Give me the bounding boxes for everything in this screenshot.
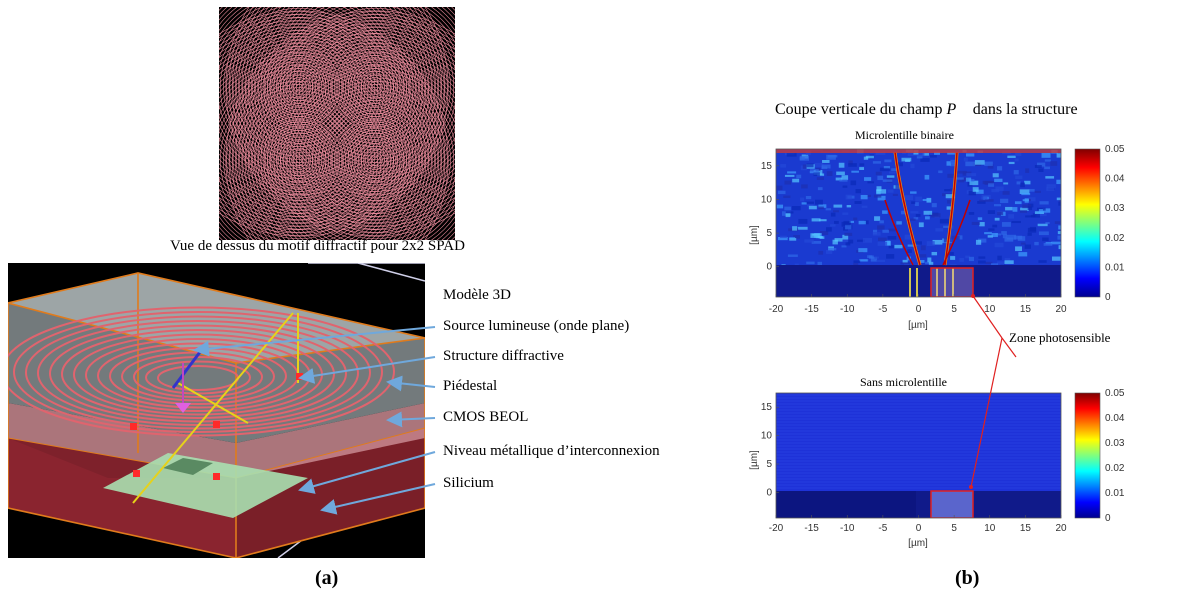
model-3d-title: Modèle 3D (443, 287, 511, 303)
p1-colorbar-tick: 0.01 (1105, 262, 1125, 273)
caption-a: (a) (315, 567, 339, 589)
p2-colorbar-tick: 0.04 (1105, 413, 1125, 424)
callout-silicon: Silicium (443, 475, 494, 491)
p1-xtick: -5 (878, 304, 887, 315)
p2-xtick: -15 (804, 523, 819, 534)
callout-diffractive-structure: Structure diffractive (443, 348, 564, 364)
p2-xtick: 20 (1055, 523, 1067, 534)
p2-xtick: -20 (769, 523, 784, 534)
p2-xtick: 10 (984, 523, 996, 534)
p1-ytick: 15 (761, 161, 773, 172)
plot1-photosensitive-zone (930, 267, 974, 297)
p1-colorbar-tick: 0.04 (1105, 174, 1125, 185)
p1-xtick: -10 (840, 304, 855, 315)
p1-xtick: 10 (984, 304, 996, 315)
plot2-title: Sans microlentille (860, 375, 947, 389)
p2-xtick: -5 (878, 523, 887, 534)
callout-cmos-beol: CMOS BEOL (443, 409, 529, 425)
callout-metal-level: Niveau métallique d’interconnexion (443, 443, 660, 459)
p1-colorbar-tick: 0 (1105, 292, 1111, 303)
plot2-xlabel: [µm] (908, 538, 928, 549)
p2-colorbar-tick: 0.02 (1105, 463, 1125, 474)
p1-ytick: 5 (766, 228, 772, 239)
callout-pedestal: Piédestal (443, 378, 498, 394)
p2-xtick: 0 (916, 523, 922, 534)
p2-ytick: 5 (766, 459, 772, 470)
panel-b-title: Coupe verticale du champ P⃗ dans la stru… (775, 101, 1078, 118)
vector-p-symbol: P⃗ (946, 101, 969, 118)
plot2-colorbar (1074, 392, 1101, 519)
p1-xtick: 20 (1055, 304, 1067, 315)
plot2-photosensitive-zone (930, 490, 974, 518)
p2-colorbar-tick: 0.01 (1105, 488, 1125, 499)
p2-ytick: 0 (766, 487, 772, 498)
p1-colorbar-tick: 0.03 (1105, 203, 1125, 214)
zone-photosensible-label: Zone photosensible (1009, 330, 1111, 345)
top-view-caption: Vue de dessus du motif diffractif pour 2… (170, 238, 465, 254)
p2-colorbar-tick: 0.03 (1105, 438, 1125, 449)
plot1-xlabel: [µm] (908, 320, 928, 330)
plot2: 15 10 5 0 -20 -15 -10 -5 0 5 10 15 20 [µm] [µm] 0.0… (749, 388, 1125, 549)
callout-arrows (193, 326, 436, 515)
p1-ytick: 0 (766, 262, 772, 273)
plot1-ylabel: [µm] (749, 225, 760, 245)
3d-model-view (8, 263, 425, 558)
p2-ytick: 10 (761, 431, 773, 442)
p1-ytick: 10 (761, 194, 773, 205)
p2-xtick: -10 (840, 523, 855, 534)
p2-xtick: 5 (951, 523, 957, 534)
p2-xtick: 15 (1020, 523, 1032, 534)
plot1-colorbar (1074, 148, 1101, 298)
p1-xtick: 15 (1020, 304, 1032, 315)
diffractive-pattern-top-view (219, 7, 455, 240)
p1-colorbar-tick: 0.05 (1105, 144, 1125, 155)
p2-ytick: 15 (761, 402, 773, 413)
p1-xtick: 0 (916, 304, 922, 315)
plot2-ylabel: [µm] (749, 450, 760, 470)
plot1-title: Microlentille binaire (855, 128, 954, 142)
p1-xtick: -20 (769, 304, 784, 315)
p2-colorbar-tick: 0 (1105, 513, 1111, 524)
p1-colorbar-tick: 0.02 (1105, 233, 1125, 244)
callout-source: Source lumineuse (onde plane) (443, 318, 630, 334)
p2-colorbar-tick: 0.05 (1105, 388, 1125, 399)
plot1: 15 10 5 0 -20 -15 -10 -5 0 5 10 15 20 [µm] [µm] 0.0… (749, 144, 1125, 330)
p1-xtick: -15 (804, 304, 819, 315)
p1-xtick: 5 (951, 304, 957, 315)
caption-b: (b) (955, 567, 980, 589)
